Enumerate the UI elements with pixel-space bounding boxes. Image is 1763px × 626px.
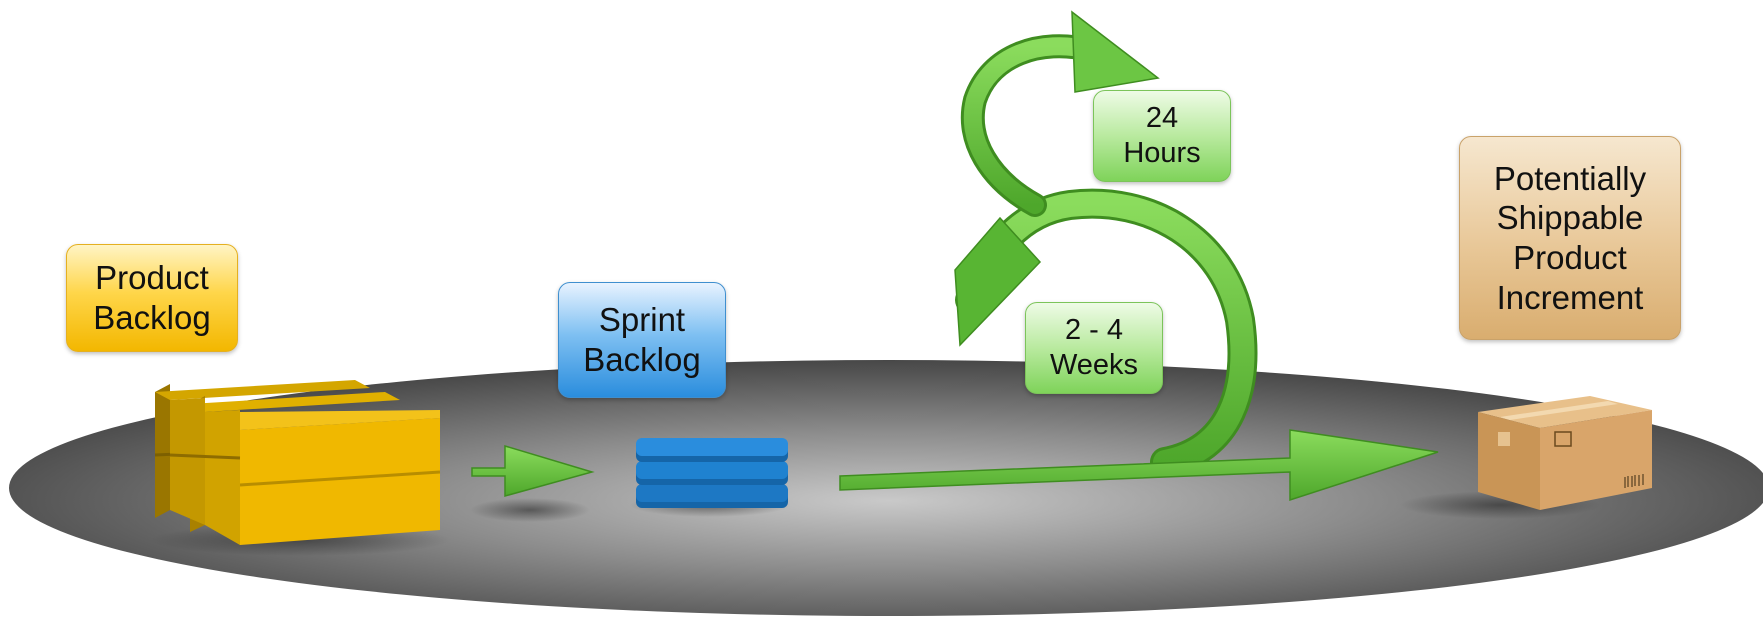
- shadow: [470, 498, 590, 522]
- label-line: Shippable: [1496, 199, 1644, 237]
- label-line: Increment: [1496, 278, 1644, 316]
- sprint-cycle-arrow: [839, 10, 1439, 502]
- label-line: Product: [1513, 239, 1627, 276]
- label-line: Backlog: [93, 299, 211, 336]
- label-line: Product: [95, 259, 209, 297]
- label-line: Backlog: [583, 341, 701, 378]
- product-increment-label: Potentially Shippable Product Increment: [1459, 136, 1681, 340]
- sprint-backlog-label: Sprint Backlog: [558, 282, 726, 398]
- label-line: Hours: [1123, 137, 1201, 169]
- label-line: Weeks: [1049, 349, 1139, 381]
- sprint-cycle-label: 2 - 4 Weeks: [1025, 302, 1163, 394]
- label-line: 2 - 4: [1064, 314, 1124, 347]
- label-line: 24: [1145, 102, 1179, 135]
- product-backlog-stack-icon: [154, 380, 441, 545]
- product-backlog-label: Product Backlog: [66, 244, 238, 352]
- label-line: Sprint: [598, 301, 686, 339]
- sprint-backlog-stack-icon: [636, 438, 788, 508]
- label-line: Potentially: [1493, 159, 1647, 197]
- cardboard-box-icon: [1478, 396, 1652, 510]
- backlog-arrow: [471, 444, 595, 497]
- daily-cycle-label: 24 Hours: [1093, 90, 1231, 182]
